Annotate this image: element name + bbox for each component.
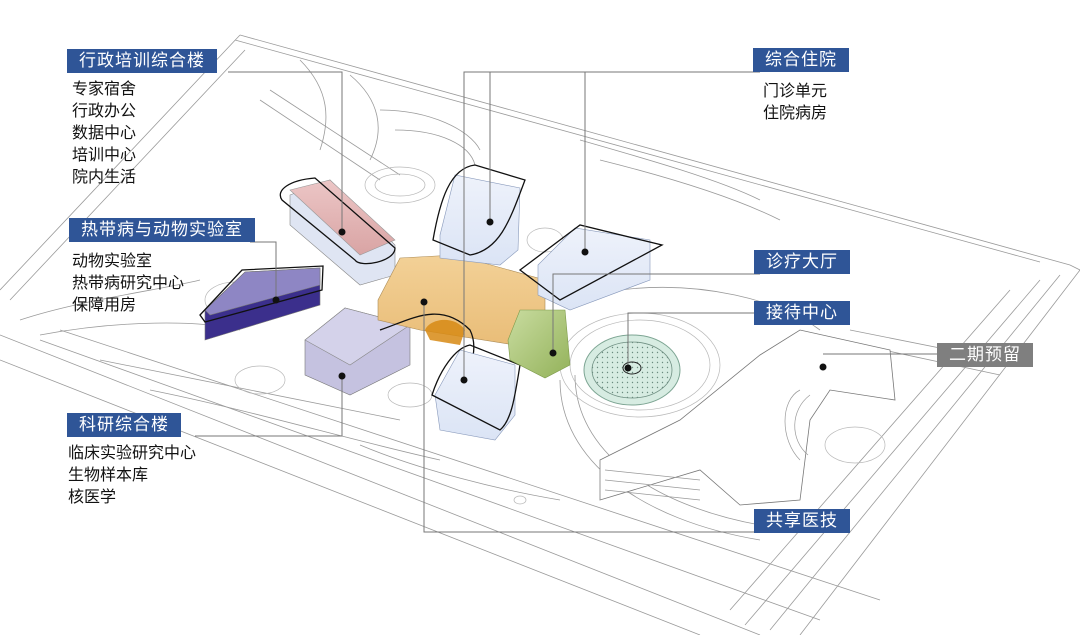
desc-item: 培训中心 bbox=[72, 145, 137, 164]
desc-item: 热带病研究中心 bbox=[72, 273, 185, 292]
desc-item: 保障用房 bbox=[72, 295, 137, 314]
desc-item: 院内生活 bbox=[72, 167, 137, 186]
building-clinic-hall bbox=[377, 254, 546, 396]
building-research bbox=[304, 307, 411, 396]
desc-item: 生物样本库 bbox=[68, 465, 149, 484]
label-tropical-lab: 热带病与动物实验室 bbox=[69, 218, 255, 242]
label-admin-training: 行政培训综合楼 bbox=[67, 49, 217, 73]
desc-item: 专家宿舍 bbox=[72, 79, 137, 98]
desc-item: 门诊单元 bbox=[763, 81, 828, 100]
label-inpatient: 综合住院 bbox=[753, 48, 849, 72]
building-inpatient-wings bbox=[431, 164, 664, 441]
label-reception: 接待中心 bbox=[754, 301, 850, 325]
label-research: 科研综合楼 bbox=[67, 413, 181, 437]
label-shared-medtech: 共享医技 bbox=[754, 509, 850, 533]
desc-item: 行政办公 bbox=[72, 101, 137, 120]
building-reception bbox=[507, 309, 571, 379]
label-clinic-hall: 诊疗大厅 bbox=[754, 250, 850, 274]
desc-item: 数据中心 bbox=[72, 123, 137, 142]
desc-item: 住院病房 bbox=[763, 103, 828, 122]
building-shared-medtech bbox=[583, 334, 681, 406]
desc-item: 临床实验研究中心 bbox=[68, 443, 197, 462]
building-phase2 bbox=[599, 329, 896, 506]
label-phase2: 二期预留 bbox=[937, 343, 1033, 367]
desc-item: 动物实验室 bbox=[72, 251, 153, 270]
desc-tropical-lab: 动物实验室 热带病研究中心 保障用房 bbox=[72, 250, 184, 316]
desc-research: 临床实验研究中心 生物样本库 核医学 bbox=[68, 442, 196, 508]
building-tropical-lab bbox=[199, 265, 324, 341]
desc-item: 核医学 bbox=[68, 487, 117, 506]
desc-inpatient: 门诊单元 住院病房 bbox=[763, 80, 827, 124]
leader-lines bbox=[195, 71, 950, 533]
desc-admin-training: 专家宿舍 行政办公 数据中心 培训中心 院内生活 bbox=[72, 78, 136, 188]
leader-dots bbox=[272, 218, 827, 384]
